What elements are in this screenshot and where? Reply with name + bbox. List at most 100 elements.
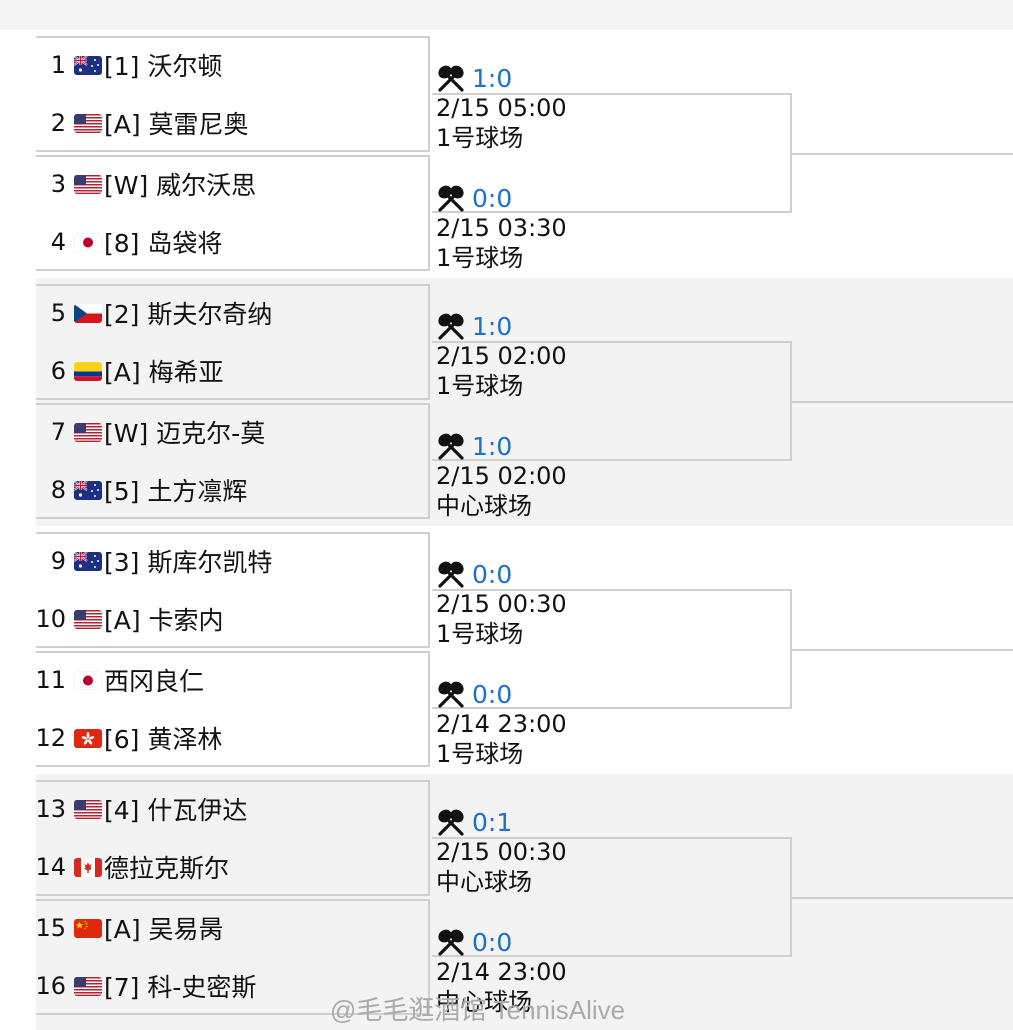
player-name: [A] 吴易昺 [104,915,224,944]
match-time: 2/15 00:30 [436,838,567,866]
score-value: 0:0 [472,183,513,213]
player-row[interactable]: 11 西冈良仁 [35,651,430,709]
match-score: 0:0 [436,183,636,213]
flag-icon-usa [74,609,102,629]
bracket-connector-2 [432,341,792,461]
player-name: [A] 莫雷尼奥 [104,110,249,139]
player-row[interactable]: 15[A] 吴易昺 [35,899,430,957]
match-court: 1号球场 [436,372,524,400]
player-row[interactable]: 10[A] 卡索内 [35,590,430,648]
score-value: 0:0 [472,927,513,957]
player-number: 12 [35,724,66,752]
match-score: 0:1 [436,807,636,837]
player-name: 德拉克斯尔 [104,854,230,883]
match-time: 2/15 02:00 [436,462,567,490]
player-number: 11 [35,666,66,694]
player-row[interactable]: 12 [6] 黄泽林 [35,709,430,767]
player-number: 13 [35,795,66,823]
flag-icon-cze [74,303,102,323]
player-row[interactable]: 5 [2] 斯夫尔奇纳 [36,284,430,342]
match-score: 1:0 [436,311,636,341]
player-number: 3 [50,170,66,198]
match-score: 0:0 [436,927,636,957]
player-row[interactable]: 7[W] 迈克尔-莫 [36,403,430,461]
player-row[interactable]: 3 [W] 威尔沃思 [36,155,430,213]
flag-icon-hkg [74,728,102,748]
player-name: [A] 梅希亚 [104,358,224,387]
crossed-rackets-icon [436,312,466,340]
score-value: 0:0 [472,679,513,709]
player-name: [8] 岛袋将 [104,229,223,258]
match-court: 1号球场 [436,124,524,152]
player-number: 14 [35,853,66,881]
flag-icon-aus [74,551,102,571]
score-value: 1:0 [472,63,513,93]
bracket-connector-4 [432,837,792,957]
player-number: 5 [50,299,66,327]
player-number: 10 [35,605,66,633]
player-number: 4 [50,228,66,256]
player-number: 16 [35,972,66,1000]
match-box-5 [36,532,430,648]
player-row[interactable]: 4 [8] 岛袋将 [36,213,430,271]
player-name: [5] 土方凛辉 [104,477,248,506]
crossed-rackets-icon [436,808,466,836]
section-band-4 [36,774,1013,1030]
match-box-6 [36,651,430,767]
player-number: 9 [50,547,66,575]
flag-icon-usa [74,976,102,996]
match-time: 2/15 05:00 [436,94,567,122]
player-row[interactable]: 8[5] 土方凛辉 [36,461,430,519]
player-name: [4] 什瓦伊达 [104,796,248,825]
player-name: [3] 斯库尔凯特 [104,548,273,577]
flag-icon-usa [74,422,102,442]
match-time: 2/15 00:30 [436,590,567,618]
player-name: 西冈良仁 [104,667,205,696]
crossed-rackets-icon [436,680,466,708]
player-row[interactable]: 14 德拉克斯尔 [35,838,430,896]
watermark: @毛毛逛酒馆 TennisAlive [330,995,626,1025]
flag-icon-usa [74,113,102,133]
player-row[interactable]: 6 [A] 梅希亚 [36,342,430,400]
match-score: 1:0 [436,431,636,461]
player-row[interactable]: 16[7] 科-史密斯 [35,957,430,1015]
player-name: [2] 斯夫尔奇纳 [104,300,273,329]
match-court: 中心球场 [436,868,532,896]
player-number: 2 [50,109,66,137]
player-number: 6 [50,357,66,385]
match-court: 1号球场 [436,620,524,648]
flag-icon-can [74,857,102,877]
player-row[interactable]: 9 [3] 斯库尔凯特 [36,532,430,590]
flag-icon-jpn [74,670,102,690]
match-box-7 [36,780,430,896]
score-value: 0:1 [472,807,513,837]
match-court: 1号球场 [436,244,524,272]
bracket-line-1 [792,153,1013,155]
player-row[interactable]: 1 [1] 沃尔顿 [36,36,430,94]
bracket-line-4 [792,897,1013,899]
player-row[interactable]: 2 [A] 莫雷尼奥 [36,94,430,152]
flag-icon-usa [74,799,102,819]
player-number: 1 [50,51,66,79]
player-name: [1] 沃尔顿 [104,52,223,81]
match-court: 1号球场 [436,740,524,768]
match-time: 2/15 02:00 [436,342,567,370]
match-court: 中心球场 [436,988,532,1016]
match-box-2 [36,155,430,271]
player-row[interactable]: 13 [4] 什瓦伊达 [35,780,430,838]
match-court: 中心球场 [436,492,532,520]
crossed-rackets-icon [436,560,466,588]
crossed-rackets-icon [436,928,466,956]
player-name: [W] 威尔沃思 [104,171,257,200]
match-score: 1:0 [436,63,636,93]
match-score: 0:0 [436,559,636,589]
player-name: [6] 黄泽林 [104,725,223,754]
